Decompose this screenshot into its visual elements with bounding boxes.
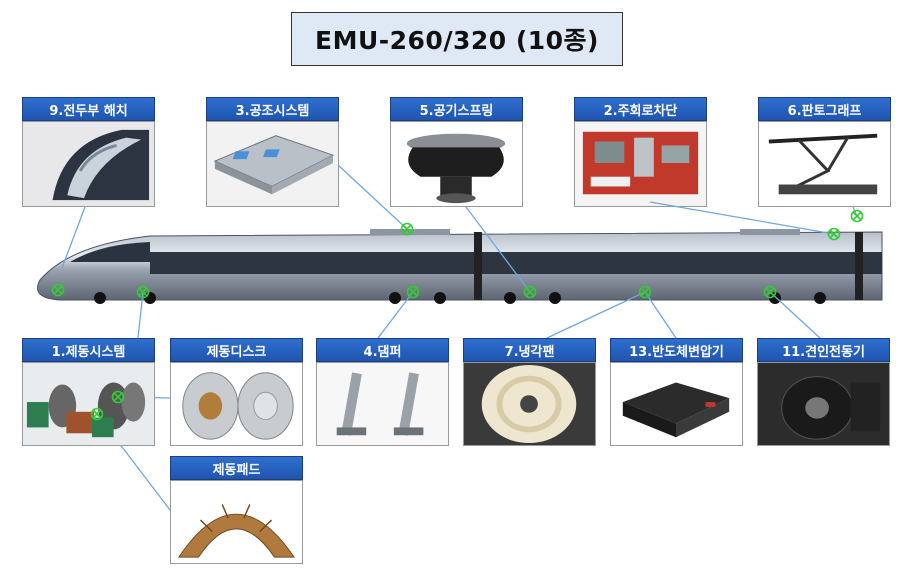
- panel-label: 11.견인전동기: [757, 338, 890, 362]
- panel-front-hatch: 9.전두부 해치: [22, 97, 155, 207]
- marker: [406, 285, 420, 299]
- pantograph-image: [758, 121, 891, 207]
- panel-label: 7.냉각팬: [463, 338, 596, 362]
- marker: [850, 209, 864, 223]
- damper-image: [316, 362, 449, 446]
- panel-pantograph: 6.판토그래프: [758, 97, 891, 207]
- panel-label: 제동패드: [170, 456, 303, 480]
- marker: [51, 283, 65, 297]
- marker: [400, 222, 414, 236]
- semiconductor-transformer-image: [610, 362, 743, 446]
- panel-brake-disc: 제동디스크: [170, 338, 303, 446]
- marker: [638, 285, 652, 299]
- panel-label: 6.판토그래프: [758, 97, 891, 121]
- panel-hvac: 3.공조시스템: [206, 97, 339, 207]
- diagram-title: EMU-260/320 (10종): [291, 12, 623, 66]
- panel-label: 2.주회로차단: [574, 97, 707, 121]
- panel-brake-pad: 제동패드: [170, 456, 303, 564]
- traction-motor-image: [757, 362, 890, 446]
- hvac-image: [206, 121, 339, 207]
- cooling-fan-image: [463, 362, 596, 446]
- panel-main-breaker: 2.주회로차단: [574, 97, 707, 207]
- panel-brake-system: 1.제동시스템: [22, 338, 155, 446]
- marker: [763, 285, 777, 299]
- front-hatch-image: [22, 121, 155, 207]
- panel-semiconductor-transformer: 13.반도체변압기: [610, 338, 743, 446]
- brake-pad-image: [170, 480, 303, 564]
- panel-traction-motor: 11.견인전동기: [757, 338, 890, 446]
- panel-label: 13.반도체변압기: [610, 338, 743, 362]
- marker: [827, 227, 841, 241]
- panel-label: 1.제동시스템: [22, 338, 155, 362]
- panel-label: 9.전두부 해치: [22, 97, 155, 121]
- main-breaker-image: [574, 121, 707, 207]
- panel-label: 제동디스크: [170, 338, 303, 362]
- panel-damper: 4.댐퍼: [316, 338, 449, 446]
- brake-disc-image: [170, 362, 303, 446]
- brake-system-image: [22, 362, 155, 446]
- panel-label: 3.공조시스템: [206, 97, 339, 121]
- marker: [111, 390, 125, 404]
- marker: [136, 285, 150, 299]
- panel-air-spring: 5.공기스프링: [390, 97, 523, 207]
- panel-cooling-fan: 7.냉각팬: [463, 338, 596, 446]
- panel-label: 5.공기스프링: [390, 97, 523, 121]
- marker: [523, 285, 537, 299]
- air-spring-image: [390, 121, 523, 207]
- panel-label: 4.댐퍼: [316, 338, 449, 362]
- marker: [90, 407, 104, 421]
